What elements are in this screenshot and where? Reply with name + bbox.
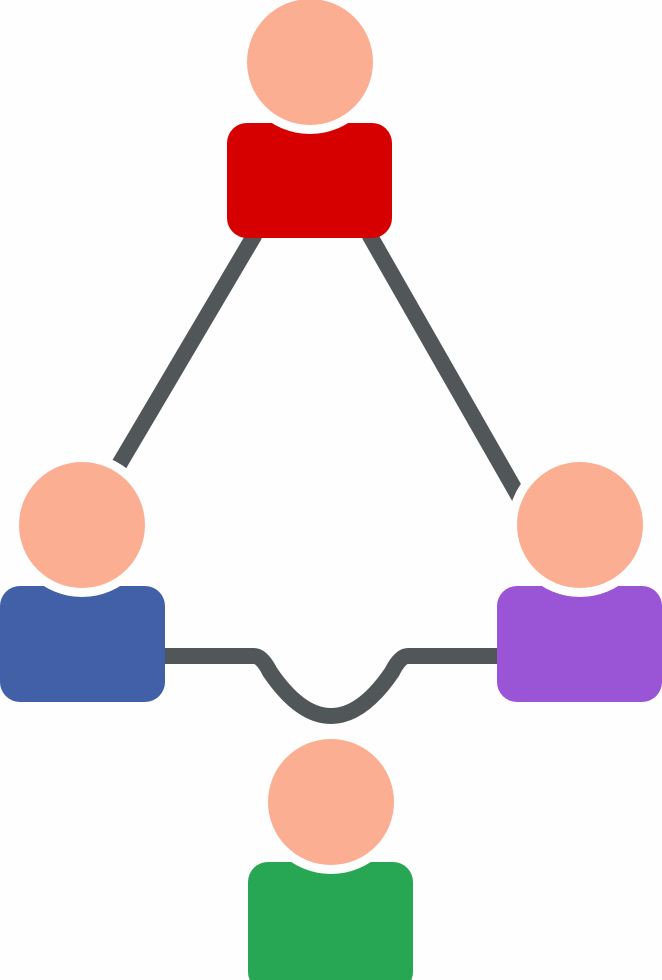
- person-left-head: [19, 462, 145, 588]
- person-right: [497, 453, 662, 702]
- connector-lines: [102, 228, 530, 724]
- person-bottom-head: [268, 739, 394, 865]
- person-left: [0, 453, 165, 702]
- person-left-body: [0, 586, 165, 702]
- person-right-body: [497, 586, 662, 702]
- person-top-head: [247, 0, 373, 125]
- person-top: [227, 0, 392, 238]
- connector-top-left: [102, 228, 262, 488]
- connector-bottom-arc: [156, 648, 506, 724]
- person-bottom: [248, 730, 413, 980]
- person-top-body: [227, 123, 392, 238]
- connector-top-right: [362, 228, 530, 510]
- person-bottom-body: [248, 862, 413, 980]
- person-right-head: [517, 462, 643, 588]
